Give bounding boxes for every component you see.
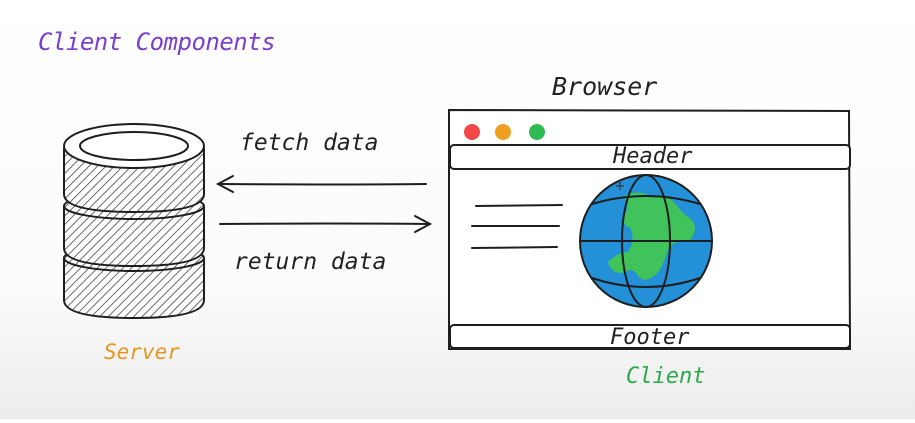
server-label: Server: [104, 340, 180, 364]
footer-bar: [449, 324, 851, 349]
footer-label: Footer: [610, 325, 690, 350]
return-data-label: return data: [234, 249, 387, 275]
client-label: Client: [626, 364, 706, 389]
text-lines: [471, 204, 563, 249]
header-bar: [449, 144, 851, 170]
database-icon: [63, 123, 205, 320]
header-label: Header: [613, 144, 693, 169]
globe-icon: [579, 174, 713, 308]
browser-label: Browser: [552, 72, 658, 101]
fetch-data-label: fetch data: [240, 130, 379, 156]
cursor-icon: [616, 182, 624, 190]
arrow-left-icon: [215, 175, 427, 193]
arrow-right-icon: [219, 215, 433, 233]
window-dots-icon: [464, 124, 545, 140]
diagram-title: Client Components: [38, 28, 276, 56]
